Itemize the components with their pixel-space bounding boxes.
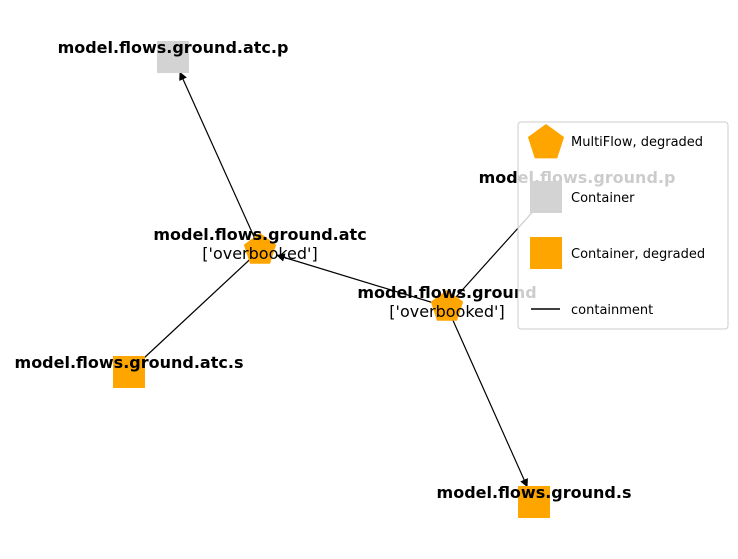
node-label-ground: model.flows.ground: [357, 283, 536, 302]
legend-frame: [517, 121, 729, 330]
node-ground_s-square-icon: [518, 486, 550, 518]
node-ground-pentagon-icon: [430, 290, 464, 321]
edge-ground-ground_s: [446, 306, 529, 488]
legend-label: MultiFlow, degraded: [571, 135, 703, 150]
legend-pentagon-icon: [527, 124, 565, 159]
edge-atc-atc_s: [128, 249, 261, 373]
node-label-atc: model.flows.ground.atc: [153, 225, 366, 244]
node-label-atc_p: model.flows.ground.atc.p: [58, 38, 289, 57]
legend-label: Container: [571, 191, 635, 206]
node-atc_p-square-icon: [157, 41, 189, 73]
node-atc-pentagon-icon: [243, 233, 277, 264]
node-label-atc_s: model.flows.ground.atc.s: [15, 353, 244, 372]
legend-square-icon: [530, 181, 562, 213]
legend-label: containment: [571, 303, 653, 318]
edge-atc-atc_p: [179, 71, 261, 251]
node-sublabel-ground: ['overbooked']: [389, 302, 504, 321]
nodes-layer: [113, 41, 562, 518]
edge-ground-atc: [276, 253, 448, 308]
edges-layer: [128, 71, 547, 488]
legend-label: Container, degraded: [571, 247, 705, 262]
legend-square-icon: [530, 237, 562, 269]
node-atc_s-square-icon: [113, 356, 145, 388]
node-label-ground_s: model.flows.ground.s: [437, 483, 632, 502]
node-sublabel-atc: ['overbooked']: [202, 244, 317, 263]
